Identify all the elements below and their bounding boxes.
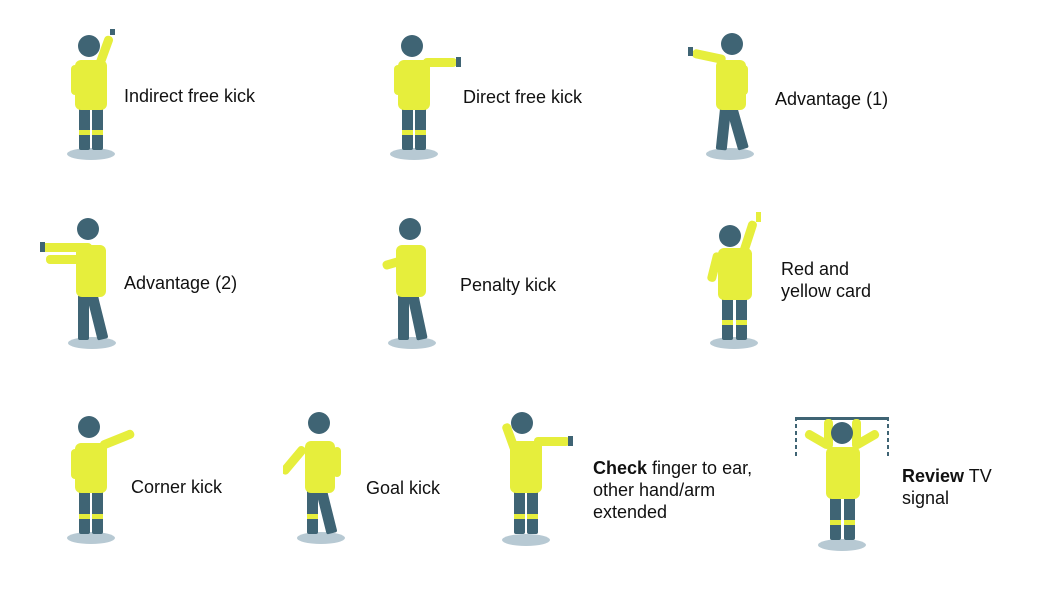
label-check-line-3: extended — [593, 502, 668, 522]
referee-card-up-icon — [707, 212, 761, 349]
label-review-line-2: signal — [902, 488, 950, 508]
referee-point-down-icon — [382, 218, 436, 349]
label-advantage-1: Advantage (1) — [775, 89, 889, 109]
referee-tv-signal-icon — [795, 417, 889, 551]
label-review: Review TV signal — [902, 465, 992, 509]
referee-arms-forward-icon — [40, 218, 116, 349]
label-review-rest: TV — [964, 466, 992, 486]
label-review-bold: Review — [902, 466, 965, 486]
label-penalty-kick: Penalty kick — [460, 275, 557, 295]
referee-arm-diag-up-icon — [67, 416, 135, 544]
label-check: Check finger to ear, other hand/arm exte… — [593, 457, 752, 523]
label-indirect-free-kick: Indirect free kick — [124, 86, 256, 106]
label-check-line-1: Check finger to ear, — [593, 457, 752, 479]
label-direct-free-kick: Direct free kick — [463, 87, 583, 107]
label-red-yellow-card: Red and yellow card — [781, 258, 871, 302]
label-check-rest: finger to ear, — [647, 458, 753, 478]
referee-point-down-left-icon — [283, 412, 345, 544]
label-goal-kick: Goal kick — [366, 478, 441, 498]
label-review-line-1: Review TV — [902, 465, 992, 487]
label-advantage-2: Advantage (2) — [124, 273, 238, 293]
label-red-yellow-card-line-1: Red and — [781, 259, 850, 279]
referee-arm-up-icon — [67, 29, 115, 160]
label-check-line-2: other hand/arm — [593, 480, 716, 500]
label-check-bold: Check — [593, 458, 648, 478]
referee-finger-ear-icon — [502, 412, 573, 546]
label-red-yellow-card-line-2: yellow card — [781, 281, 872, 301]
label-corner-kick: Corner kick — [131, 477, 223, 497]
referee-advantage-icon — [688, 33, 754, 160]
referee-arm-side-icon — [390, 35, 461, 160]
